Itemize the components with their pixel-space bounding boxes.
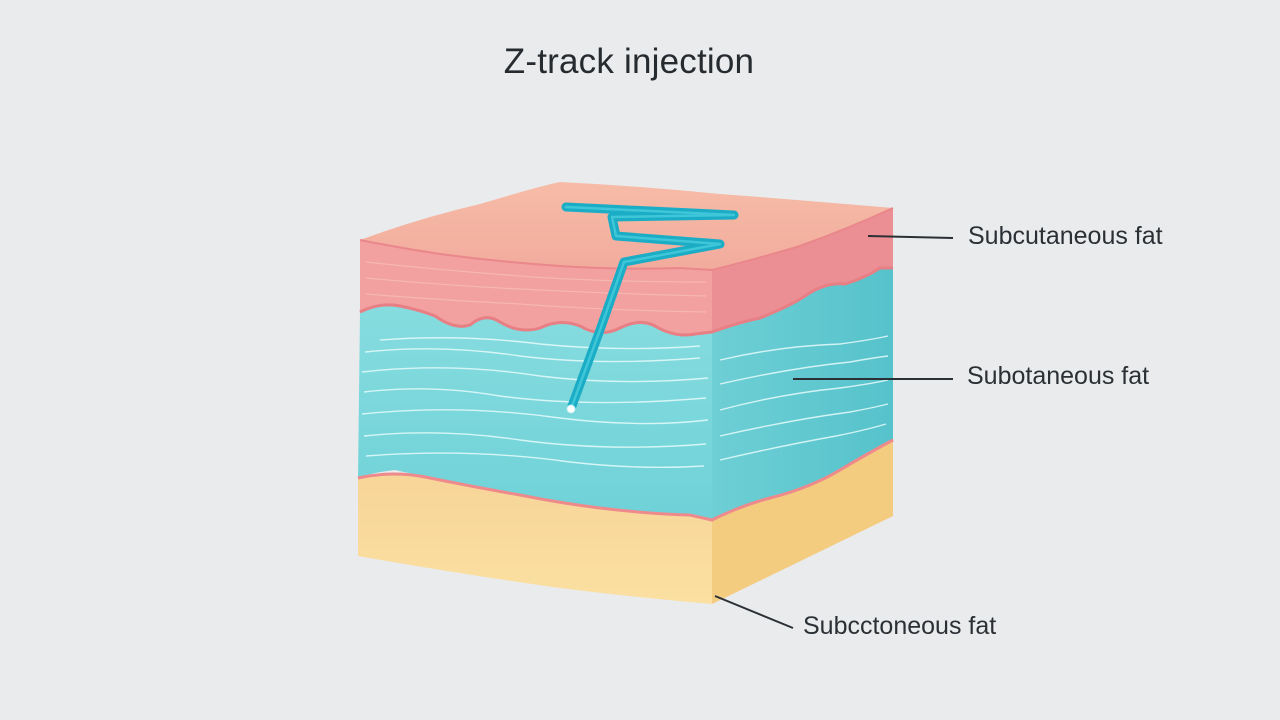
base-fat-layer — [358, 440, 893, 604]
base-side-face — [712, 440, 893, 604]
label-bottom-layer: Subcctoneous fat — [803, 612, 997, 640]
fat-base-border — [357, 438, 894, 522]
leader-line-bottom — [714, 595, 794, 629]
fat-layer — [357, 268, 894, 522]
needle-tip — [566, 404, 576, 414]
skin-front-face — [360, 240, 712, 335]
z-track-needle-path — [561, 202, 739, 414]
label-middle-layer: Subotaneous fat — [967, 362, 1150, 390]
skin-top-face — [360, 182, 893, 270]
skin-fat-border — [359, 266, 893, 337]
base-front-face — [358, 474, 712, 604]
z-track-highlight — [564, 205, 736, 408]
fat-side-face — [712, 268, 893, 520]
muscle-fiber-lines — [361, 335, 889, 469]
leader-line-top — [867, 235, 954, 239]
skin-side-face — [712, 208, 893, 332]
skin-layer — [359, 182, 894, 337]
diagram-title: Z-track injection — [503, 42, 755, 81]
label-top-layer: Subcutaneous fat — [968, 222, 1163, 250]
